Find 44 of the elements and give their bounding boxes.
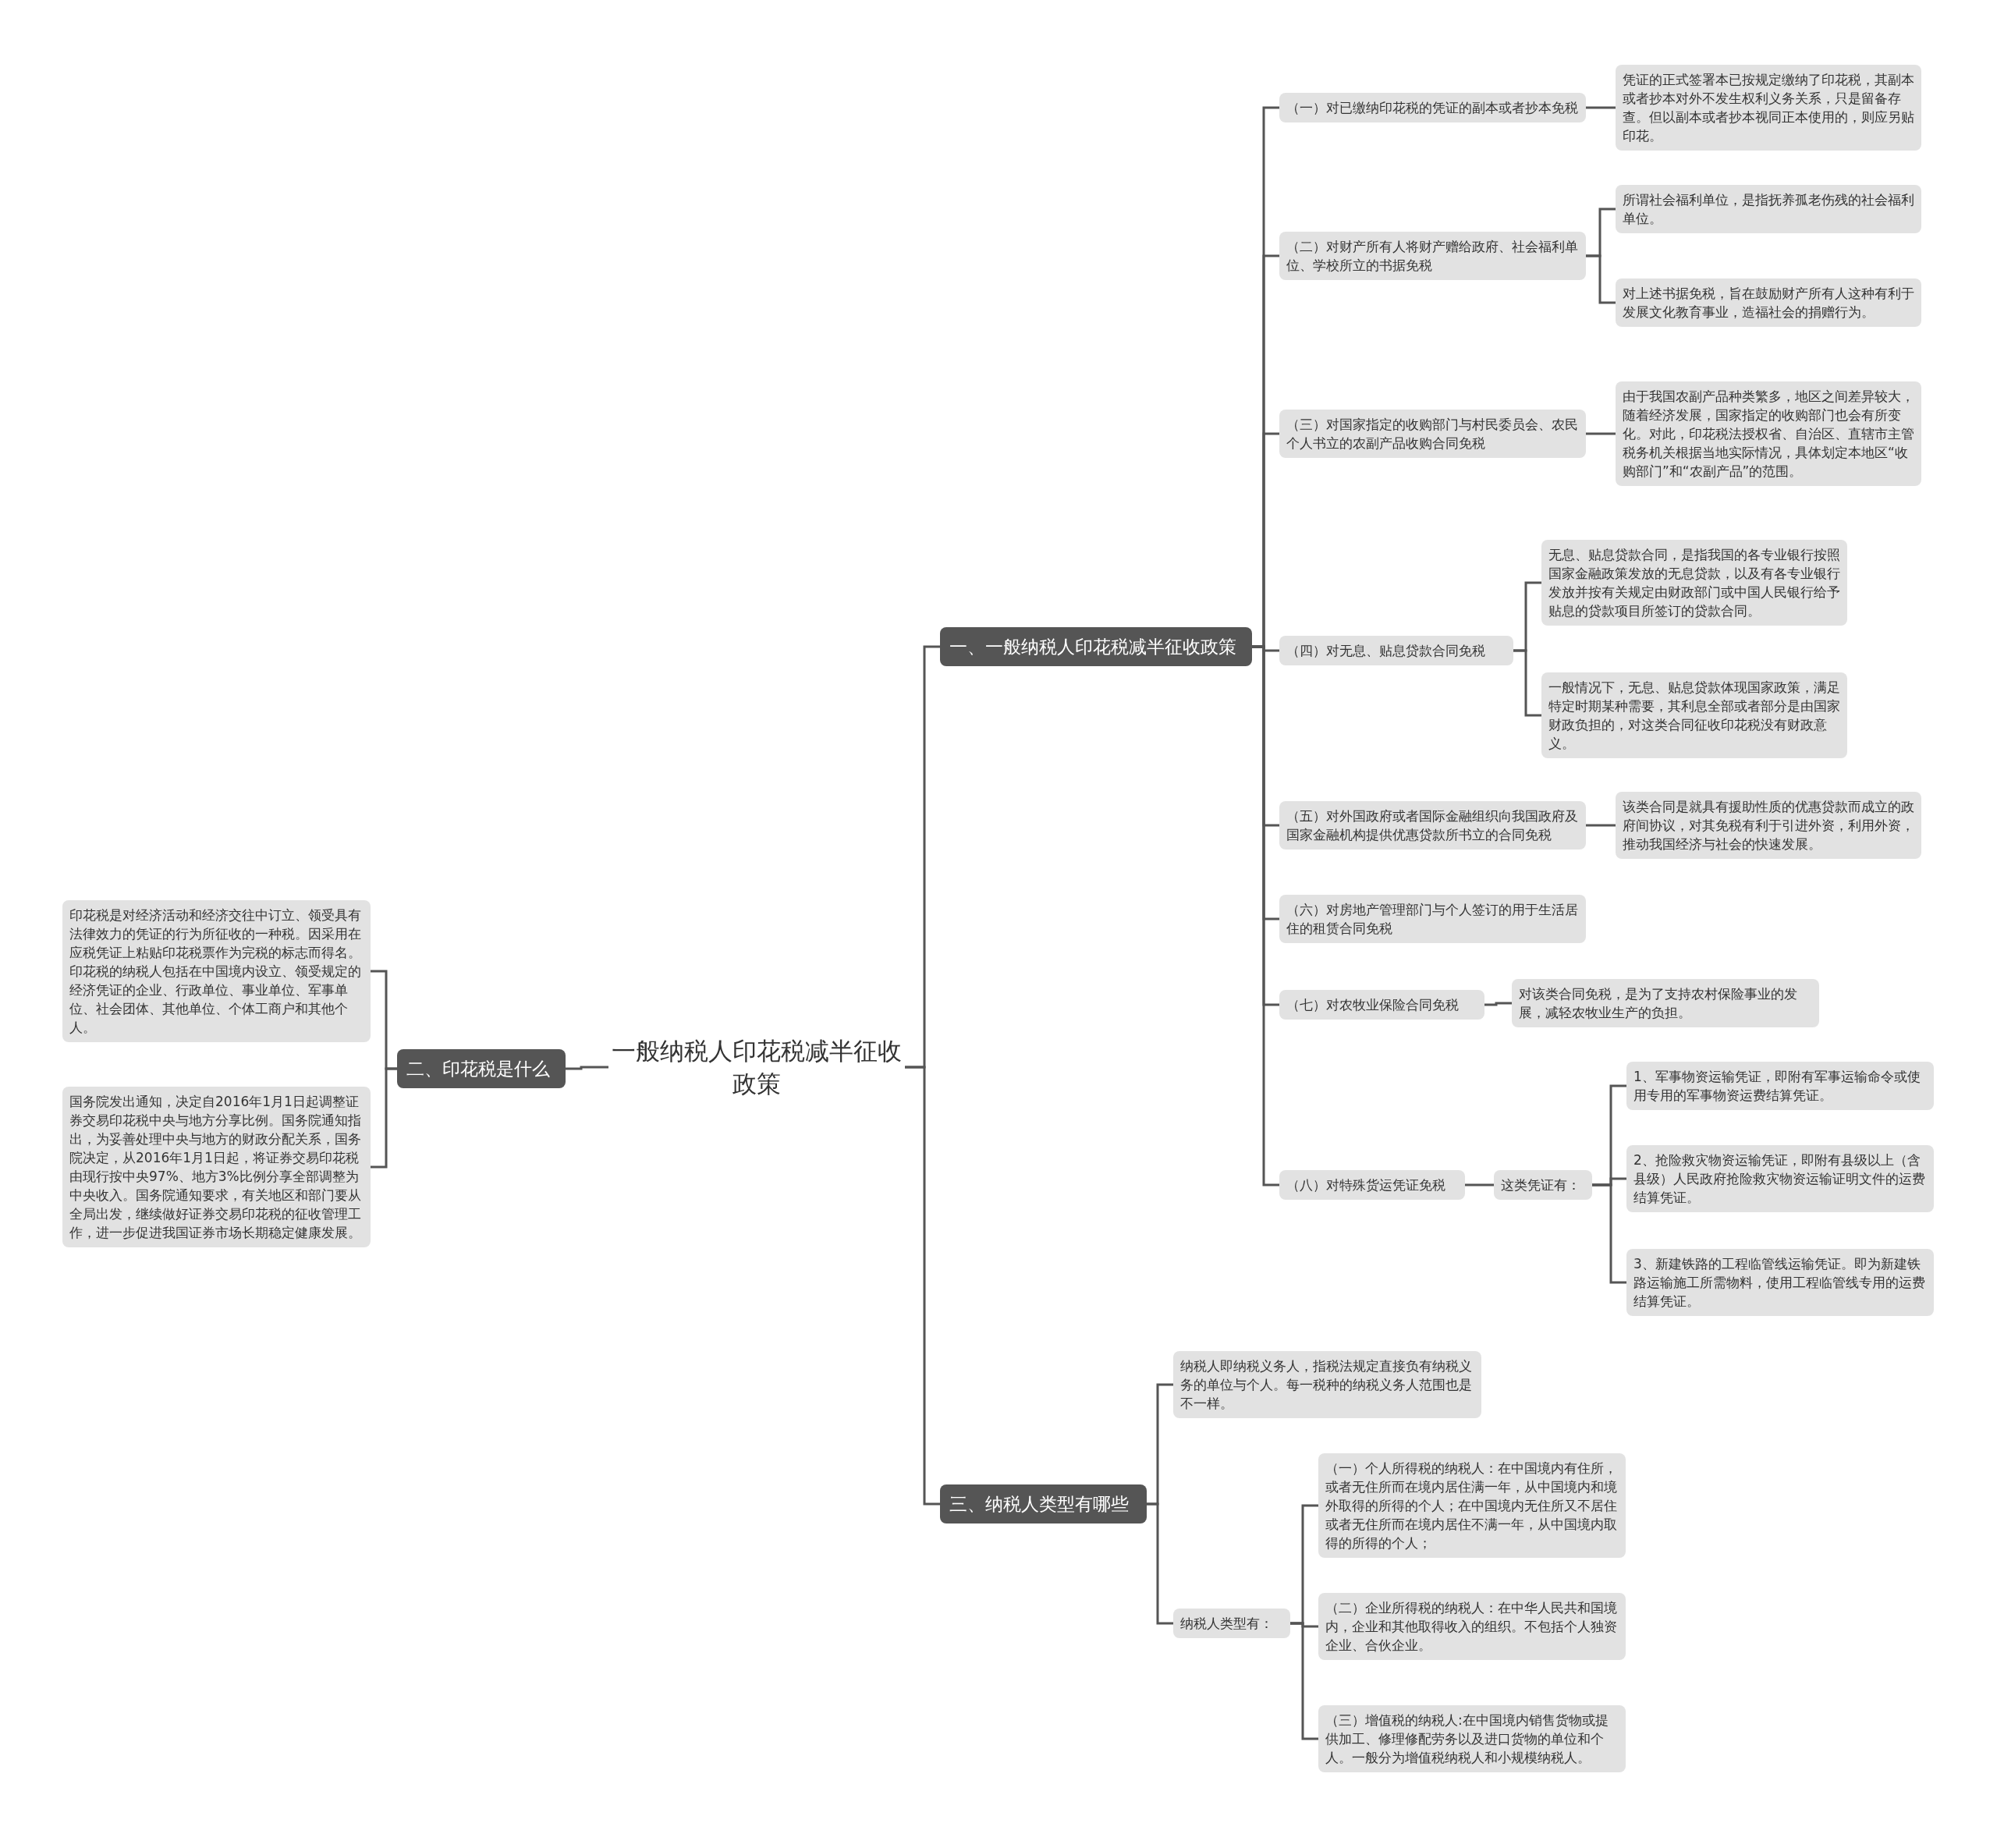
connector-line [1513, 649, 1541, 717]
topic-box: 印花税是对经济活动和经济交往中订立、领受具有法律效力的凭证的行为所征收的一种税。因采用在应税凭证上粘贴印花税票作为完税的标志而得名。印花税的纳税人包括在中国境内设立、领受规定的经济凭证的企业、行政单位、事业单位、军事单位、社会团体、其他单位、个体工商户和其他个人。 [62, 900, 371, 1042]
topic-box: 由于我国农副产品种类繁多，地区之间差异较大，随着经济发展，国家指定的收购部门也会有所变化。对此，印花税法授权省、自治区、直辖市主管税务机关根据当地实际情况，具体划定本地区“收购部门”和“农副产品”的范围。 [1616, 381, 1921, 486]
topic-box: 该类合同是就具有援助性质的优惠贷款而成立的政府间协议，对其免税有利于引进外资，利用外资，推动我国经济与社会的快速发展。 [1616, 792, 1921, 859]
connector-line [905, 1066, 940, 1506]
central-topic: 一般纳税人印花税减半征收政策 [608, 1031, 905, 1103]
connector-line [1465, 1183, 1494, 1186]
topic-box: （二）企业所得税的纳税人：在中华人民共和国境内，企业和其他取得收入的组织。不包括个人独资企业、合伙企业。 [1318, 1593, 1626, 1660]
topic-box: （八）对特殊货运凭证免税 [1279, 1170, 1465, 1200]
connector-line [1290, 1622, 1318, 1740]
topic-box: （五）对外国政府或者国际金融组织向我国政府及国家金融机构提供优惠贷款所书立的合同免税 [1279, 801, 1586, 850]
topic-box: 这类凭证有： [1494, 1170, 1592, 1200]
connector-line [1586, 824, 1616, 827]
topic-box: 3、新建铁路的工程临管线运输凭证。即为新建铁路运输施工所需物料，使用工程临管线专用的运费结算凭证。 [1626, 1249, 1934, 1316]
topic-box: （七）对农牧业保险合同免税 [1279, 990, 1484, 1020]
topic-box: 对上述书据免税，旨在鼓励财产所有人这种有利于发展文化教育事业，造福社会的捐赠行为。 [1616, 278, 1921, 327]
topic-box: （六）对房地产管理部门与个人签订的用于生活居住的租赁合同免税 [1279, 895, 1586, 943]
connector-line [1586, 254, 1616, 304]
topic-box: （一）对已缴纳印花税的凭证的副本或者抄本免税 [1279, 93, 1586, 122]
connector-line [371, 1067, 397, 1169]
topic-box: （二）对财产所有人将财产赠给政府、社会福利单位、学校所立的书据免税 [1279, 232, 1586, 280]
topic-box: 所谓社会福利单位，是指抚养孤老伤残的社会福利单位。 [1616, 185, 1921, 233]
topic-box: （三）增值税的纳税人:在中国境内销售货物或提供加工、修理修配劳务以及进口货物的单位和个人。一般分为增值税纳税人和小规模纳税人。 [1318, 1705, 1626, 1772]
topic-box: （四）对无息、贴息贷款合同免税 [1279, 636, 1513, 665]
branch-topic: 二、印花税是什么 [397, 1049, 566, 1088]
branch-topic: 三、纳税人类型有哪些 [940, 1484, 1147, 1523]
topic-box: 纳税人类型有： [1173, 1609, 1290, 1638]
connector-line [1484, 1002, 1512, 1006]
connector-line [1586, 432, 1616, 435]
topic-box: 纳税人即纳税义务人，指税法规定直接负有纳税义务的单位与个人。每一税种的纳税义务人范围也是不一样。 [1173, 1351, 1481, 1418]
topic-box: 国务院发出通知，决定自2016年1月1日起调整证券交易印花税中央与地方分享比例。国务院通知指出，为妥善处理中央与地方的财政分配关系，国务院决定，从2016年1月1日起，将证券交易印花税由现行按中央97%、地方3%比例分享全部调整为中央收入。国务院通知要求，有关地区和部门要从全局出发，继续做好证券交易印花税的征收管理工作，进一步促进我国证券市场长期稳定健康发展。 [62, 1087, 371, 1247]
connector-line [566, 1066, 608, 1070]
connector-line [1147, 1502, 1173, 1625]
topic-box: 无息、贴息贷款合同，是指我国的各专业银行按照国家金融政策发放的无息贷款，以及有各专业银行发放并按有关规定由财政部门或中国人民银行给予贴息的贷款项目所签订的贷款合同。 [1541, 540, 1847, 626]
topic-box: 对该类合同免税，是为了支持农村保险事业的发展，减轻农牧业生产的负担。 [1512, 979, 1819, 1027]
topic-box: 凭证的正式签署本已按规定缴纳了印花税，其副本或者抄本对外不发生权利义务关系，只是留备存查。但以副本或者抄本视同正本使用的，则应另贴印花。 [1616, 65, 1921, 151]
branch-topic: 一、一般纳税人印花税减半征收政策 [940, 627, 1252, 666]
topic-box: （一）个人所得税的纳税人：在中国境内有住所，或者无住所而在境内居住满一年，从中国境内和境外取得的所得的个人；在中国境内无住所又不居住或者无住所而在境内居住不满一年，从中国境内取得的所得的个人； [1318, 1453, 1626, 1558]
topic-box: 2、抢险救灾物资运输凭证，即附有县级以上（含县级）人民政府抢险救灾物资运输证明文件的运费结算凭证。 [1626, 1145, 1934, 1212]
topic-box: 一般情况下，无息、贴息贷款体现国家政策，满足特定时期某种需要，其利息全部或者部分是由国家财政负担的，对这类合同征收印花税没有财政意义。 [1541, 672, 1847, 758]
connector-line [1592, 1183, 1626, 1284]
connector-line [1586, 106, 1616, 109]
topic-box: （三）对国家指定的收购部门与村民委员会、农民个人书立的农副产品收购合同免税 [1279, 410, 1586, 458]
topic-box: 1、军事物资运输凭证，即附有军事运输命令或使用专用的军事物资运费结算凭证。 [1626, 1062, 1934, 1110]
